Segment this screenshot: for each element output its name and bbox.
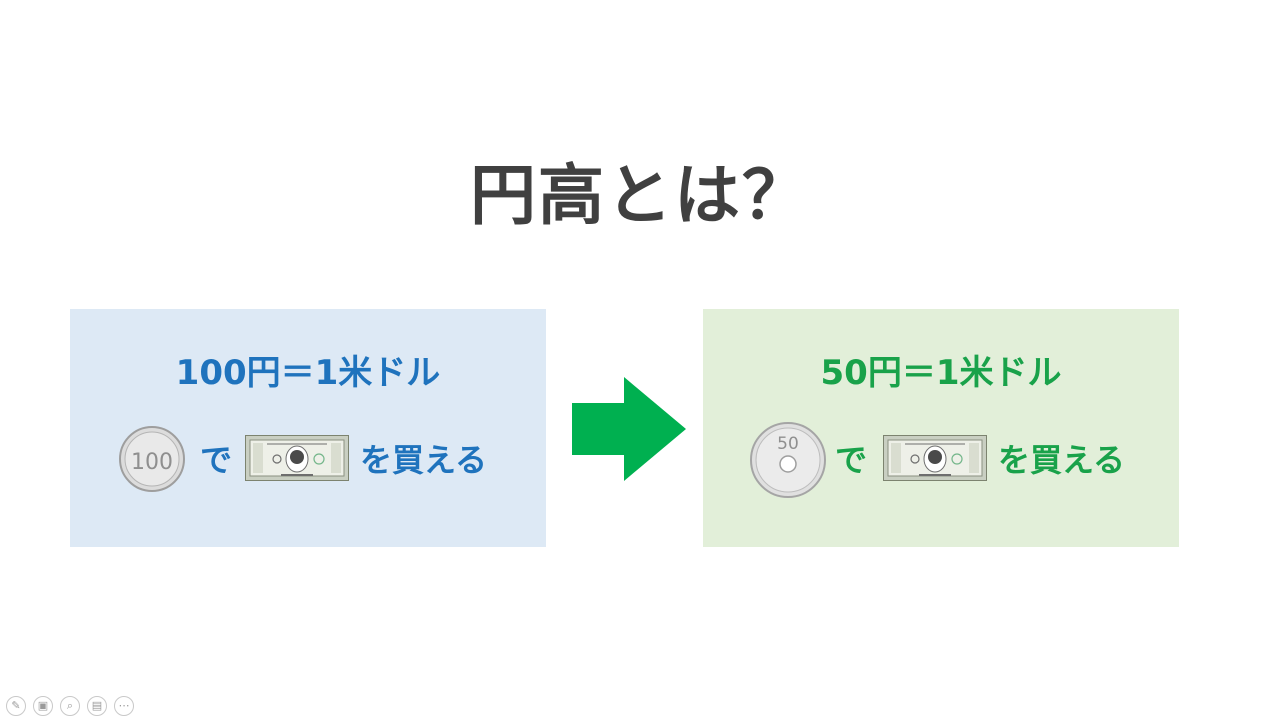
right-panel-row: 50 で を買える bbox=[703, 422, 1179, 498]
more-icon[interactable]: ⋯ bbox=[114, 696, 134, 716]
coin-value-label: 50 bbox=[777, 434, 799, 454]
right-panel-heading: 50円＝1米ドル bbox=[820, 353, 1062, 393]
slide-title: 円高とは？ bbox=[470, 157, 810, 234]
right-arrow-icon bbox=[572, 377, 686, 481]
subtitles-icon[interactable]: ▤ bbox=[87, 696, 107, 716]
right-panel: 50円＝1米ドル 50 で を買える bbox=[703, 309, 1179, 547]
100-yen-coin-icon: 100 bbox=[119, 426, 185, 492]
slides-icon[interactable]: ▣ bbox=[33, 696, 53, 716]
coin-value-label: 100 bbox=[131, 450, 173, 475]
pen-icon[interactable]: ✎ bbox=[6, 696, 26, 716]
dollar-bill-icon bbox=[245, 435, 349, 481]
left-trailing-text: を買える bbox=[360, 441, 488, 479]
left-panel-row: 100 で を買える bbox=[70, 425, 546, 495]
dollar-bill-icon bbox=[883, 435, 987, 481]
left-connector-text: で bbox=[200, 441, 233, 479]
zoom-icon[interactable]: ⌕ bbox=[60, 696, 80, 716]
right-trailing-text: を買える bbox=[998, 441, 1126, 479]
50-yen-coin-icon: 50 bbox=[750, 422, 826, 498]
left-panel: 100円＝1米ドル 100 で を買える bbox=[70, 309, 546, 547]
left-panel-heading: 100円＝1米ドル bbox=[175, 353, 441, 393]
right-connector-text: で bbox=[835, 441, 868, 479]
